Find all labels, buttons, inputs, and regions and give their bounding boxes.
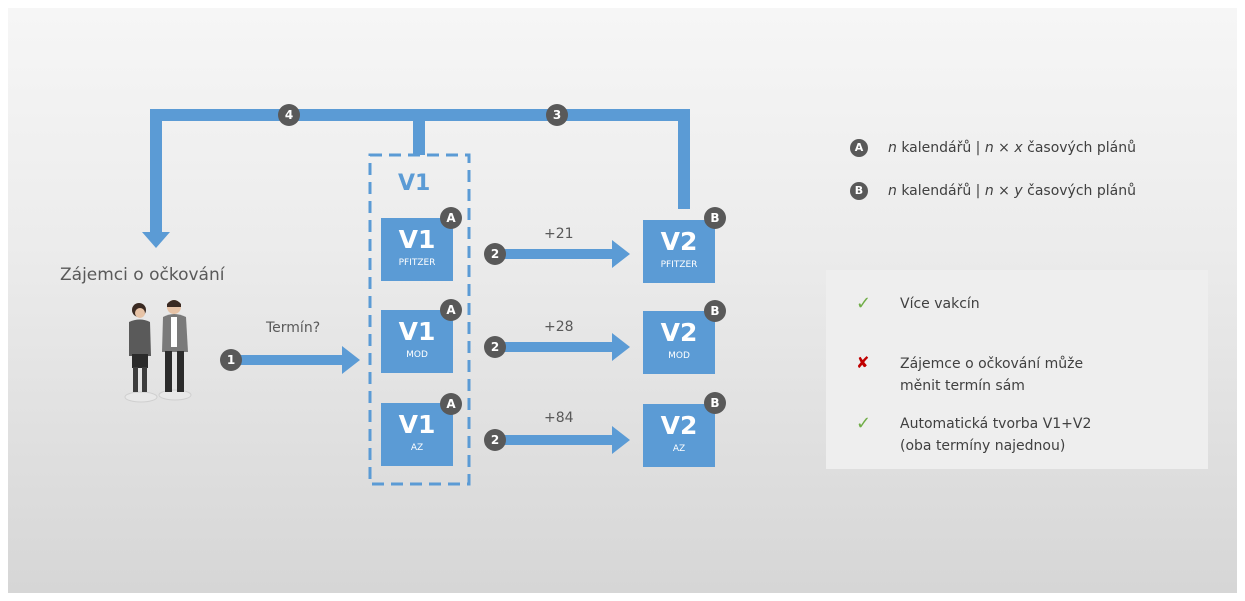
dose-code: V1 [398,317,436,346]
vaccine-name: MOD [668,351,690,361]
interval-label: +21 [544,226,574,242]
diagram-canvas: 4 3 1 2 2 2 Zájemci o očkování Termín? V… [8,8,1237,593]
arrow-2a-head [612,240,630,268]
step-badge-2: 2 [484,336,506,358]
legend-row-b: n kalendářů | n × y časových plánů [888,183,1136,199]
check-icon: ✓ [856,293,872,314]
dose1-group-label: V1 [398,171,431,196]
arrow-1-head [342,346,360,374]
calendar-type-badge: B [704,300,726,322]
people-figure [124,300,192,403]
arrow-1-shaft [236,355,344,365]
dose-code: V1 [398,225,436,254]
dose-code: V2 [660,227,698,256]
step-badge-3: 3 [546,104,568,126]
dose2-box: V2 MOD [643,311,715,374]
dose1-box: V1 AZ [381,403,453,466]
loop-right-rise [678,109,690,209]
calendar-type-badge: B [704,207,726,229]
calendar-type-badge: A [440,299,462,321]
interval-label: +28 [544,319,574,335]
dose2-box: V2 PFITZER [643,220,715,283]
check-icon: ✓ [856,413,872,434]
dose-code: V2 [660,318,698,347]
dose-code: V2 [660,411,698,440]
dose1-group-frame [368,153,471,486]
pro-text: Více vakcín [900,296,980,312]
step-badge-1: 1 [220,349,242,371]
loop-left-arrowhead [142,232,170,248]
termin-question: Termín? [266,320,321,336]
calendar-type-badge: A [440,207,462,229]
step-badge-2: 2 [484,429,506,451]
calendar-type-badge: B [704,392,726,414]
vaccine-name: AZ [672,444,686,454]
arrow-2a-shaft [504,249,614,259]
step-badge-2: 2 [484,243,506,265]
legend-badge: B [850,182,868,200]
legend-badge: A [850,139,868,157]
interval-label: +84 [544,410,574,426]
arrow-2b-shaft [504,342,614,352]
arrow-2c-shaft [504,435,614,445]
vaccine-name: PFITZER [660,260,698,270]
vaccine-name: AZ [410,443,424,453]
vaccine-name: MOD [406,350,428,360]
dose-code: V1 [398,410,436,439]
arrow-2b-head [612,333,630,361]
dose1-box: V1 MOD [381,310,453,373]
loop-left-drop [150,109,162,233]
pro-text: Automatická tvorba V1+V2 (oba termíny na… [900,416,1092,454]
dose1-box: V1 PFITZER [381,218,453,281]
legend-row-a: n kalendářů | n × x časových plánů [888,140,1136,156]
vaccine-name: PFITZER [398,258,436,268]
dose2-box: V2 AZ [643,404,715,467]
cross-icon: ✘ [856,353,870,372]
step-badge-4: 4 [278,104,300,126]
people-label: Zájemci o očkování [60,265,225,285]
loop-center-stem [413,115,425,155]
pros-cons-panel: ✓ Více vakcín ✘ Zájemce o očkování může … [826,270,1208,469]
arrow-2c-head [612,426,630,454]
calendar-type-badge: A [440,393,462,415]
con-text: Zájemce o očkování může měnit termín sám [900,356,1084,394]
